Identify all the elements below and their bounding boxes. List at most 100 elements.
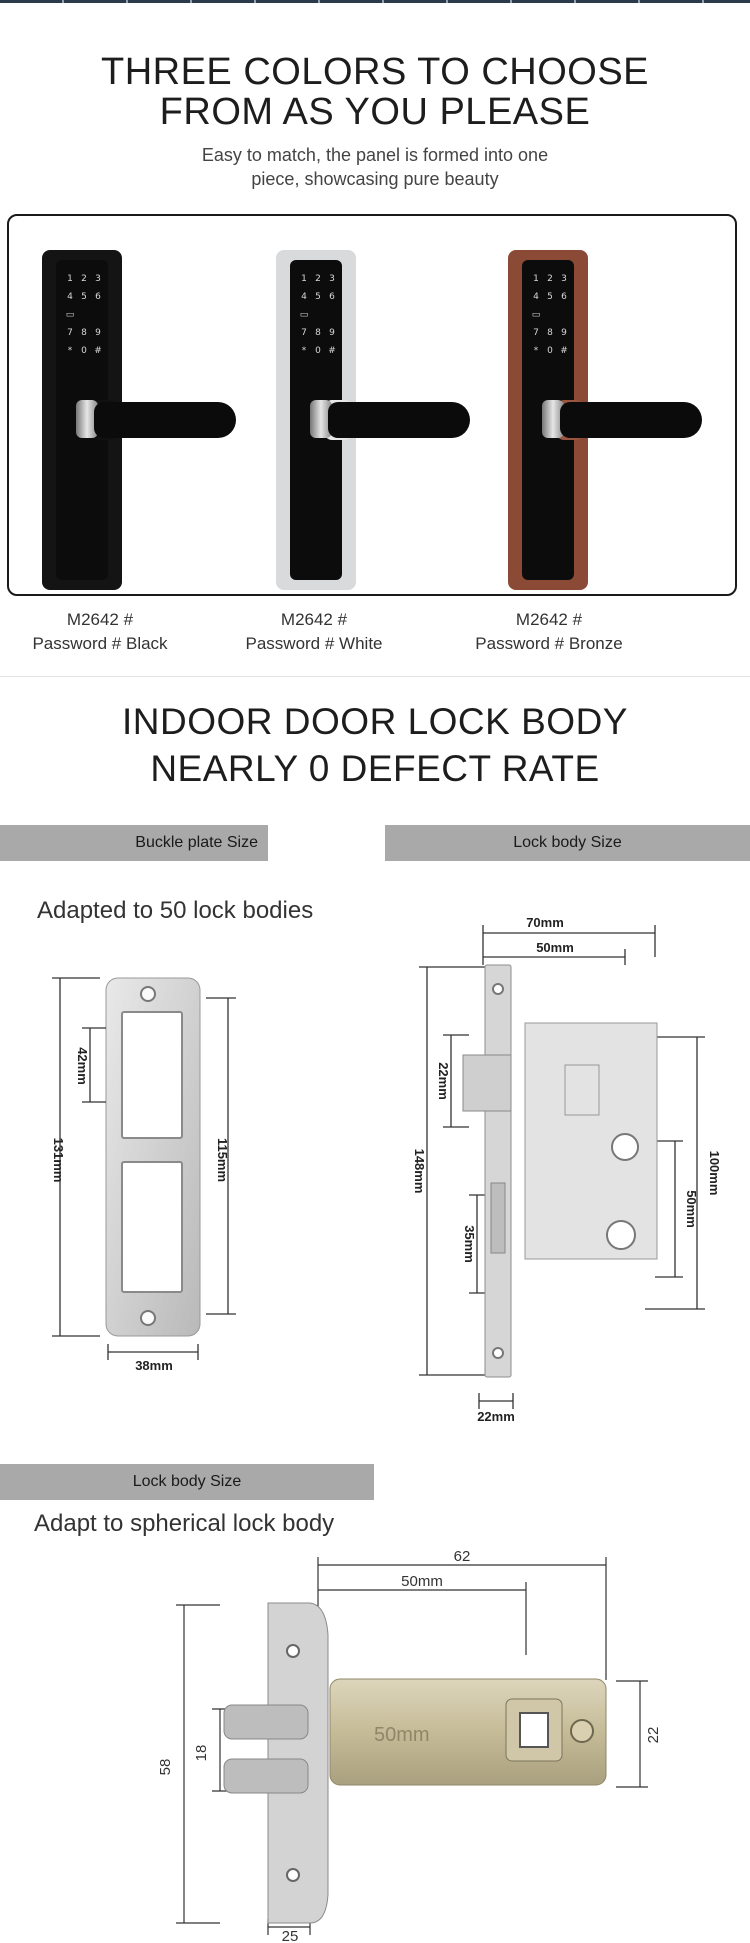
dim-22mm-faceplate: 22mm bbox=[477, 1409, 515, 1424]
dim-38mm: 38mm bbox=[135, 1358, 173, 1373]
bar-buckle-plate-label: Buckle plate Size bbox=[135, 834, 258, 851]
dim-22: 22 bbox=[645, 1727, 662, 1744]
buckle-slot-top bbox=[121, 1011, 183, 1139]
lever-handle bbox=[328, 402, 470, 438]
keypad-key: * bbox=[67, 346, 73, 356]
keypad-key: 5 bbox=[315, 292, 321, 302]
dim-100mm: 100mm bbox=[707, 1151, 722, 1196]
dim-18: 18 bbox=[193, 1745, 210, 1762]
follower-hole bbox=[611, 1133, 639, 1161]
keypad-key: 1 bbox=[67, 274, 73, 284]
keypad-key: 2 bbox=[315, 274, 321, 284]
dim-62: 62 bbox=[454, 1548, 471, 1565]
product-frame bbox=[7, 214, 737, 596]
keypad-key: ▭ bbox=[531, 310, 541, 320]
keypad-key bbox=[558, 310, 570, 320]
dim-50mm-inner: 50mm bbox=[684, 1190, 699, 1228]
note-adapted-50: Adapted to 50 lock bodies bbox=[37, 897, 314, 924]
screw-hole bbox=[286, 1644, 300, 1658]
section1-title-line1: THREE COLORS TO CHOOSE bbox=[100, 51, 650, 93]
keypad-key: 9 bbox=[95, 328, 101, 338]
section1-subtitle-line2: piece, showcasing pure beauty bbox=[251, 169, 499, 189]
handle-collar bbox=[542, 400, 564, 438]
keypad-key: 5 bbox=[81, 292, 87, 302]
keypad-key: 3 bbox=[329, 274, 335, 284]
screw-hole bbox=[492, 983, 504, 995]
engraved-50mm: 50mm bbox=[374, 1724, 430, 1746]
keypad-key: 4 bbox=[533, 292, 539, 302]
mortise-lock-diagram: 70mm 50mm 148mm 22mm 35mm 100mm 50mm 22m… bbox=[412, 915, 722, 1424]
handle-collar bbox=[76, 400, 98, 438]
product-label-bronze: Password # Bronze bbox=[475, 634, 623, 653]
keypad-key: * bbox=[301, 346, 307, 356]
keypad-key: # bbox=[94, 346, 102, 356]
latch-bolt-bottom bbox=[223, 1758, 309, 1794]
product-model-black: M2642 # bbox=[66, 610, 134, 629]
keypad-key: 4 bbox=[67, 292, 73, 302]
keypad-key: 8 bbox=[547, 328, 553, 338]
keypad-key: 3 bbox=[561, 274, 567, 284]
case-cutout bbox=[564, 1064, 600, 1116]
bar-lock-body-label: Lock body Size bbox=[513, 834, 622, 851]
keypad-key: 1 bbox=[301, 274, 307, 284]
latch-bolt bbox=[462, 1054, 512, 1112]
keypad-key: 4 bbox=[301, 292, 307, 302]
keypad-key bbox=[92, 310, 104, 320]
tubular-latch-diagram: 50mm 62 50mm 58 18 22 25 bbox=[157, 1548, 662, 1941]
top-border-line bbox=[0, 0, 750, 3]
bar-lock-body-size-2: Lock body Size bbox=[0, 1464, 374, 1500]
keypad-key: 6 bbox=[329, 292, 335, 302]
section1-subtitle-line1: Easy to match, the panel is formed into … bbox=[201, 145, 549, 165]
dim-70mm: 70mm bbox=[526, 915, 564, 930]
keypad-key: 2 bbox=[81, 274, 87, 284]
bar-buckle-plate-size: Buckle plate Size bbox=[0, 825, 268, 861]
keypad-key: 7 bbox=[301, 328, 307, 338]
product-label-white: Password # White bbox=[245, 634, 383, 653]
keypad-key bbox=[326, 310, 338, 320]
lever-handle bbox=[560, 402, 702, 438]
screw-hole bbox=[140, 1310, 156, 1326]
keypad-key: 9 bbox=[329, 328, 335, 338]
keypad-key: 6 bbox=[95, 292, 101, 302]
keypad-key: 9 bbox=[561, 328, 567, 338]
dim-25: 25 bbox=[282, 1928, 299, 1941]
screw-hole bbox=[140, 986, 156, 1002]
dim-131mm: 131mm bbox=[51, 1138, 66, 1183]
latch-bolt-top bbox=[223, 1704, 309, 1740]
product-label-black: Password # Black bbox=[32, 634, 168, 653]
bar-lock-body-size: Lock body Size bbox=[385, 825, 750, 861]
deadbolt-slot bbox=[490, 1182, 506, 1254]
keypad-key: 8 bbox=[315, 328, 321, 338]
note-spherical: Adapt to spherical lock body bbox=[34, 1510, 335, 1537]
product-model-white: M2642 # bbox=[280, 610, 348, 629]
section2-title-line1: INDOOR DOOR LOCK BODY bbox=[122, 701, 628, 742]
handle-collar bbox=[310, 400, 332, 438]
keypad-key: 0 bbox=[547, 346, 553, 356]
keypad-key: ▭ bbox=[65, 310, 75, 320]
dim-148mm: 148mm bbox=[412, 1149, 427, 1194]
buckle-plate-diagram: 131mm 42mm 115mm 38mm bbox=[51, 977, 236, 1373]
section1-title-line2: FROM AS YOU PLEASE bbox=[159, 91, 591, 133]
cylinder-hole bbox=[606, 1220, 636, 1250]
screw-hole bbox=[286, 1868, 300, 1882]
keypad-key: ▭ bbox=[299, 310, 309, 320]
keypad-key bbox=[312, 310, 324, 320]
dim-58: 58 bbox=[157, 1759, 174, 1776]
dim-50mm: 50mm bbox=[401, 1573, 443, 1590]
keypad-key: # bbox=[328, 346, 336, 356]
keypad-key: # bbox=[560, 346, 568, 356]
dim-42mm: 42mm bbox=[75, 1047, 90, 1085]
keypad-key: 7 bbox=[67, 328, 73, 338]
keypad-key: 8 bbox=[81, 328, 87, 338]
keypad-key bbox=[544, 310, 556, 320]
buckle-slot-bottom bbox=[121, 1161, 183, 1293]
keypad-key: 2 bbox=[547, 274, 553, 284]
dim-22mm-latch: 22mm bbox=[436, 1062, 451, 1100]
spindle-square-hole bbox=[519, 1712, 549, 1748]
product-model-bronze: M2642 # bbox=[515, 610, 583, 629]
lever-handle bbox=[94, 402, 236, 438]
keypad-key: 1 bbox=[533, 274, 539, 284]
